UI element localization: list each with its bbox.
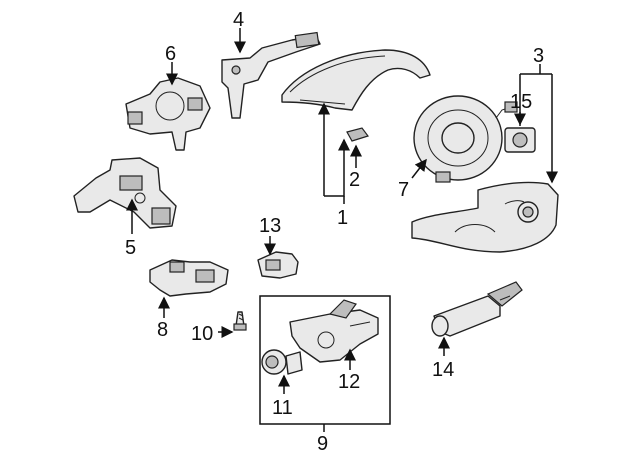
callout-9: 9 [317,433,328,455]
callout-14: 14 [432,359,454,381]
part-wiper-switch[interactable] [221,31,321,119]
part-sensor[interactable] [257,251,299,279]
part-bracket[interactable] [149,259,229,297]
leader-lines [126,28,558,432]
part-turn-signal-switch[interactable] [73,157,177,229]
callout-11: 11 [272,397,293,419]
callout-6: 6 [165,43,176,65]
part-lower-shroud[interactable] [411,181,559,253]
callout-labels: 1 2 3 4 5 6 7 8 9 10 11 12 13 14 15 [125,9,544,455]
callout-2: 2 [349,169,360,191]
part-upper-shroud[interactable] [281,49,431,111]
callout-8: 8 [157,319,168,341]
callout-3: 3 [533,45,544,67]
part-lock-cylinder[interactable] [431,281,523,337]
callout-1: 1 [337,207,348,229]
part-steering-lock[interactable] [289,299,379,363]
callout-7: 7 [398,179,409,201]
part-switch-housing[interactable] [125,77,211,151]
part-bolt[interactable] [233,311,247,331]
callout-5: 5 [125,237,136,259]
leader-1-b [324,138,350,197]
part-ignition-trim[interactable] [504,127,536,153]
part-ignition-housing[interactable] [261,349,303,375]
callout-12: 12 [338,371,360,393]
callout-10: 10 [191,323,213,345]
callout-15: 15 [510,91,532,113]
part-clip[interactable] [346,127,369,142]
leader-7 [411,158,427,179]
callout-13: 13 [259,215,281,237]
callout-4: 4 [233,9,244,31]
part-9-group-box [259,295,391,425]
part-clock-spring[interactable] [413,95,518,183]
